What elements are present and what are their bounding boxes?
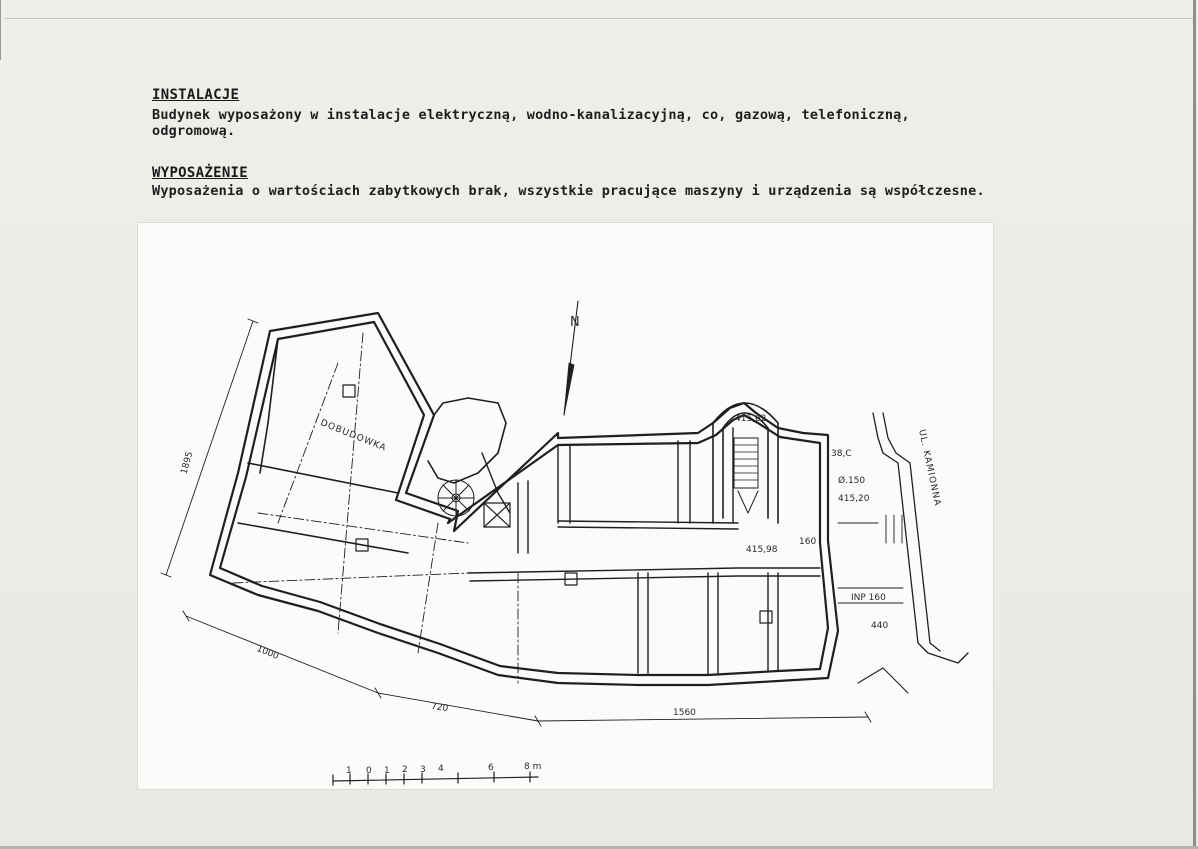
north-label: N bbox=[570, 315, 580, 330]
spiral-staircase bbox=[437, 479, 475, 517]
installations-heading: INSTALACJE bbox=[152, 87, 240, 103]
scale-tick-3: 2 bbox=[402, 765, 408, 775]
card-top-edge bbox=[4, 18, 1194, 19]
scale-tick-1: 0 bbox=[366, 766, 372, 776]
annex-walls bbox=[237, 338, 507, 554]
door-a: Ø.150 bbox=[838, 476, 866, 486]
street-edge bbox=[837, 412, 969, 694]
height-c: 160 bbox=[799, 537, 817, 547]
structural-grid bbox=[232, 332, 519, 684]
north-arrow bbox=[563, 300, 579, 416]
column-markers bbox=[342, 384, 773, 624]
equipment-heading: WYPOSAŻENIE bbox=[152, 165, 249, 181]
scale-tick-5: 4 bbox=[438, 764, 444, 774]
shaft-box bbox=[483, 502, 511, 528]
level-b: 415,98 bbox=[746, 545, 778, 555]
installations-line-1: Budynek wyposażony w instalacje elektryc… bbox=[152, 107, 910, 123]
scale-tick-4: 3 bbox=[420, 765, 426, 775]
height-b: 440 bbox=[871, 621, 889, 631]
scale-tick-7: 8 m bbox=[524, 762, 542, 772]
installations-line-2: odgromową. bbox=[152, 123, 236, 139]
door-b: INP 160 bbox=[851, 593, 886, 603]
dim-bottom-right: 1560 bbox=[673, 708, 696, 718]
floor-plan-drawing bbox=[160, 300, 969, 786]
stair-level: 415,62 bbox=[735, 414, 767, 424]
card-right-edge bbox=[1193, 0, 1196, 849]
outer-walls bbox=[208, 311, 840, 687]
card-bottom-edge bbox=[0, 846, 1198, 849]
dimension-lines bbox=[160, 318, 872, 727]
scale-tick-6: 6 bbox=[488, 763, 494, 773]
level-a: 415,20 bbox=[838, 494, 870, 504]
equipment-line-1: Wyposażenia o wartościach zabytkowych br… bbox=[152, 183, 985, 199]
scale-tick-0: 1 bbox=[346, 766, 352, 776]
height-a: 38,C bbox=[831, 449, 852, 459]
floor-plan-photo: N DOBUDOWKA UL. KAMIONNA 1895 1000 720 1… bbox=[138, 223, 993, 789]
interior-walls bbox=[467, 427, 821, 676]
scale-tick-2: 1 bbox=[384, 766, 390, 776]
stair-tower bbox=[712, 402, 779, 524]
scale-bar bbox=[332, 771, 539, 786]
card-corner-mark bbox=[0, 0, 9, 60]
